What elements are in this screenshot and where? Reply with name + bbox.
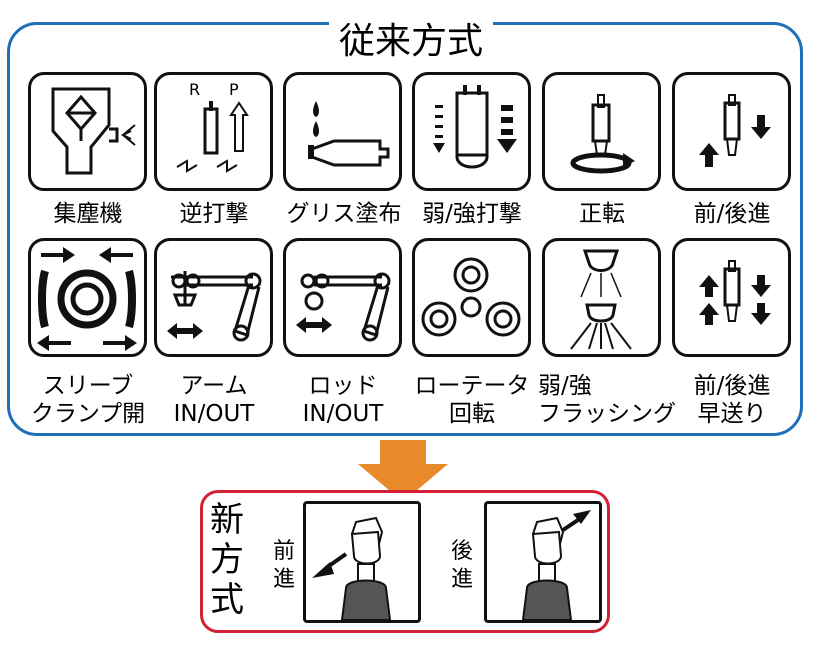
grease-icon [283, 72, 402, 191]
forward-label: 前 進 [272, 538, 296, 594]
new-method-title-char-2: 方 [210, 540, 244, 580]
forward-rotation-label: 正転 [579, 201, 625, 227]
forward-backward-fast-icon [672, 238, 791, 357]
flushing-icon [542, 238, 661, 357]
reverse-strike-label: 逆打撃 [179, 201, 249, 227]
arm-in-out-icon [154, 238, 273, 357]
backward-label-char-2: 進 [450, 567, 473, 592]
sleeve-clamp-open-line1: スリーブ [42, 373, 134, 399]
backward-label: 後 進 [450, 538, 474, 594]
forward-label-char-2: 進 [272, 567, 295, 592]
rod-in-out-line2: IN/OUT [302, 401, 384, 427]
dust-collector-icon [28, 72, 147, 191]
dust-collector-label: 集塵機 [53, 201, 123, 227]
forward-backward-icon [672, 72, 791, 191]
backward-label-char-1: 後 [450, 539, 473, 564]
reverse-strike-icon: R P [154, 72, 273, 191]
weak-strong-strike-icon [412, 72, 531, 191]
forward-label-char-1: 前 [272, 539, 295, 564]
rotator-rotation-line1: ローテータ [414, 373, 530, 399]
arm-in-out-line1: アーム [180, 373, 248, 399]
new-method-title-char-1: 新 [210, 500, 244, 540]
sleeve-clamp-open-label: スリーブ クランプ開 [18, 372, 158, 428]
rotator-rotation-label: ローテータ 回転 [400, 372, 544, 428]
forward-backward-fast-label: 前/後進 早送り [662, 372, 802, 428]
new-method-title-char-3: 式 [210, 580, 244, 620]
forward-backward-fast-line2: 早送り [697, 401, 767, 427]
transition-arrow [358, 440, 448, 502]
joystick-backward-image [484, 501, 602, 623]
rotator-rotation-line2: 回転 [449, 401, 495, 427]
grease-label: グリス塗布 [286, 201, 402, 227]
flushing-line2: フラッシング [538, 401, 676, 427]
flushing-line1: 弱/強 [538, 373, 592, 399]
joystick-forward-image [303, 501, 421, 623]
new-method-title: 新 方 式 [210, 500, 244, 620]
forward-backward-label: 前/後進 [693, 201, 771, 227]
sleeve-clamp-open-line2: クランプ開 [30, 401, 146, 427]
reverse-strike-r-text: R [189, 80, 200, 99]
weak-strong-strike-label: 弱/強打撃 [422, 201, 522, 227]
rod-in-out-label: ロッド IN/OUT [283, 372, 403, 428]
arm-in-out-line2: IN/OUT [173, 401, 255, 427]
rod-in-out-line1: ロッド [308, 373, 378, 399]
sleeve-clamp-open-icon [28, 238, 147, 357]
rotator-rotation-icon [412, 238, 531, 357]
rod-in-out-icon [283, 238, 402, 357]
forward-rotation-icon [542, 72, 661, 191]
reverse-strike-p-text: P [229, 80, 239, 99]
flushing-label: 弱/強 フラッシング [538, 372, 684, 428]
old-method-title: 従来方式 [0, 20, 822, 64]
arm-in-out-label: アーム IN/OUT [154, 372, 274, 428]
forward-backward-fast-line1: 前/後進 [693, 373, 771, 399]
